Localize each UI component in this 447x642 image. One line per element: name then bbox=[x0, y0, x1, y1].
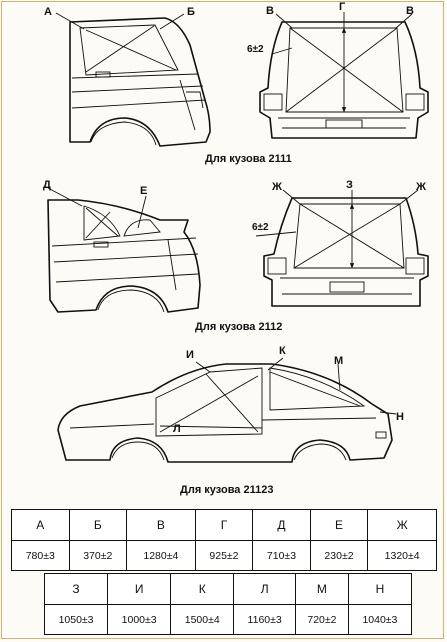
table-cell-label: Н bbox=[347, 573, 413, 605]
side-view-2112 bbox=[47, 187, 201, 313]
table-cell-value: 1000±3 bbox=[107, 604, 172, 635]
label-Zh-left: Ж bbox=[271, 181, 282, 193]
label-Zh-right: Ж bbox=[415, 181, 426, 193]
label-Z: З bbox=[346, 179, 353, 191]
tolerance-2112: 6±2 bbox=[252, 222, 269, 233]
table-cell-value: 1050±3 bbox=[43, 604, 109, 635]
rear-view-2112 bbox=[255, 189, 429, 307]
label-M: М bbox=[334, 355, 343, 367]
table-cell-label: Л bbox=[233, 573, 296, 605]
table-cell-value: 925±2 bbox=[194, 540, 254, 571]
caption-2112: Для кузова 2112 bbox=[195, 321, 282, 333]
caption-21123: Для кузова 21123 bbox=[180, 484, 273, 496]
tolerance-2111: 6±2 bbox=[247, 44, 264, 55]
table-cell-value: 1500±4 bbox=[170, 604, 235, 635]
table-cell-label: З bbox=[43, 573, 109, 605]
table-cell-label: Д bbox=[252, 509, 311, 541]
dimensions-table-row1: А Б В Г Д Е Ж 780±3 370±2 1280±4 925±2 7… bbox=[11, 509, 437, 571]
table-row: А Б В Г Д Е Ж bbox=[11, 509, 437, 541]
table-cell-value: 1320±4 bbox=[367, 540, 437, 571]
table-cell-label: А bbox=[11, 509, 70, 541]
label-V-left: В bbox=[266, 5, 274, 17]
table-cell-label: И bbox=[107, 573, 172, 605]
label-K: К bbox=[279, 345, 286, 357]
label-D: Д bbox=[43, 179, 51, 191]
table-cell-value: 370±2 bbox=[68, 540, 128, 571]
rear-view-2111 bbox=[259, 12, 429, 139]
table-cell-label: Б bbox=[68, 509, 128, 541]
table-cell-value: 1040±3 bbox=[347, 604, 413, 635]
label-E: Е bbox=[140, 185, 147, 197]
table-cell-value: 720±2 bbox=[295, 604, 349, 635]
side-view-21123 bbox=[57, 357, 397, 463]
table-cell-label: Г bbox=[194, 509, 254, 541]
side-view-2111 bbox=[55, 12, 211, 147]
table-cell-value: 230±2 bbox=[309, 540, 369, 571]
dimensions-table-row2: З И К Л М Н 1050±3 1000±3 1500±4 1160±3 … bbox=[43, 573, 413, 635]
table-cell-value: 710±3 bbox=[252, 540, 311, 571]
table-cell-value: 1160±3 bbox=[233, 604, 296, 635]
label-N: Н bbox=[396, 411, 404, 423]
table-cell-label: Е bbox=[309, 509, 369, 541]
label-I: И bbox=[186, 349, 194, 361]
label-V-right: В bbox=[406, 5, 414, 17]
table-row: 1050±3 1000±3 1500±4 1160±3 720±2 1040±3 bbox=[43, 604, 413, 635]
table-cell-label: М bbox=[295, 573, 349, 605]
table-cell-value: 780±3 bbox=[11, 540, 70, 571]
table-cell-label: В bbox=[126, 509, 196, 541]
caption-2111: Для кузова 2111 bbox=[205, 153, 292, 165]
label-L: Л bbox=[173, 423, 181, 435]
table-cell-label: Ж bbox=[367, 509, 437, 541]
label-G: Г bbox=[339, 1, 346, 13]
table-cell-label: К bbox=[170, 573, 235, 605]
body-diagrams: А Б В Г В 6±2 Для кузова 2111 Д bbox=[43, 1, 429, 496]
table-row: 780±3 370±2 1280±4 925±2 710±3 230±2 132… bbox=[11, 540, 437, 571]
table-cell-value: 1280±4 bbox=[126, 540, 196, 571]
label-A: А bbox=[44, 6, 52, 18]
label-B: Б bbox=[187, 6, 195, 18]
table-row: З И К Л М Н bbox=[43, 573, 413, 605]
